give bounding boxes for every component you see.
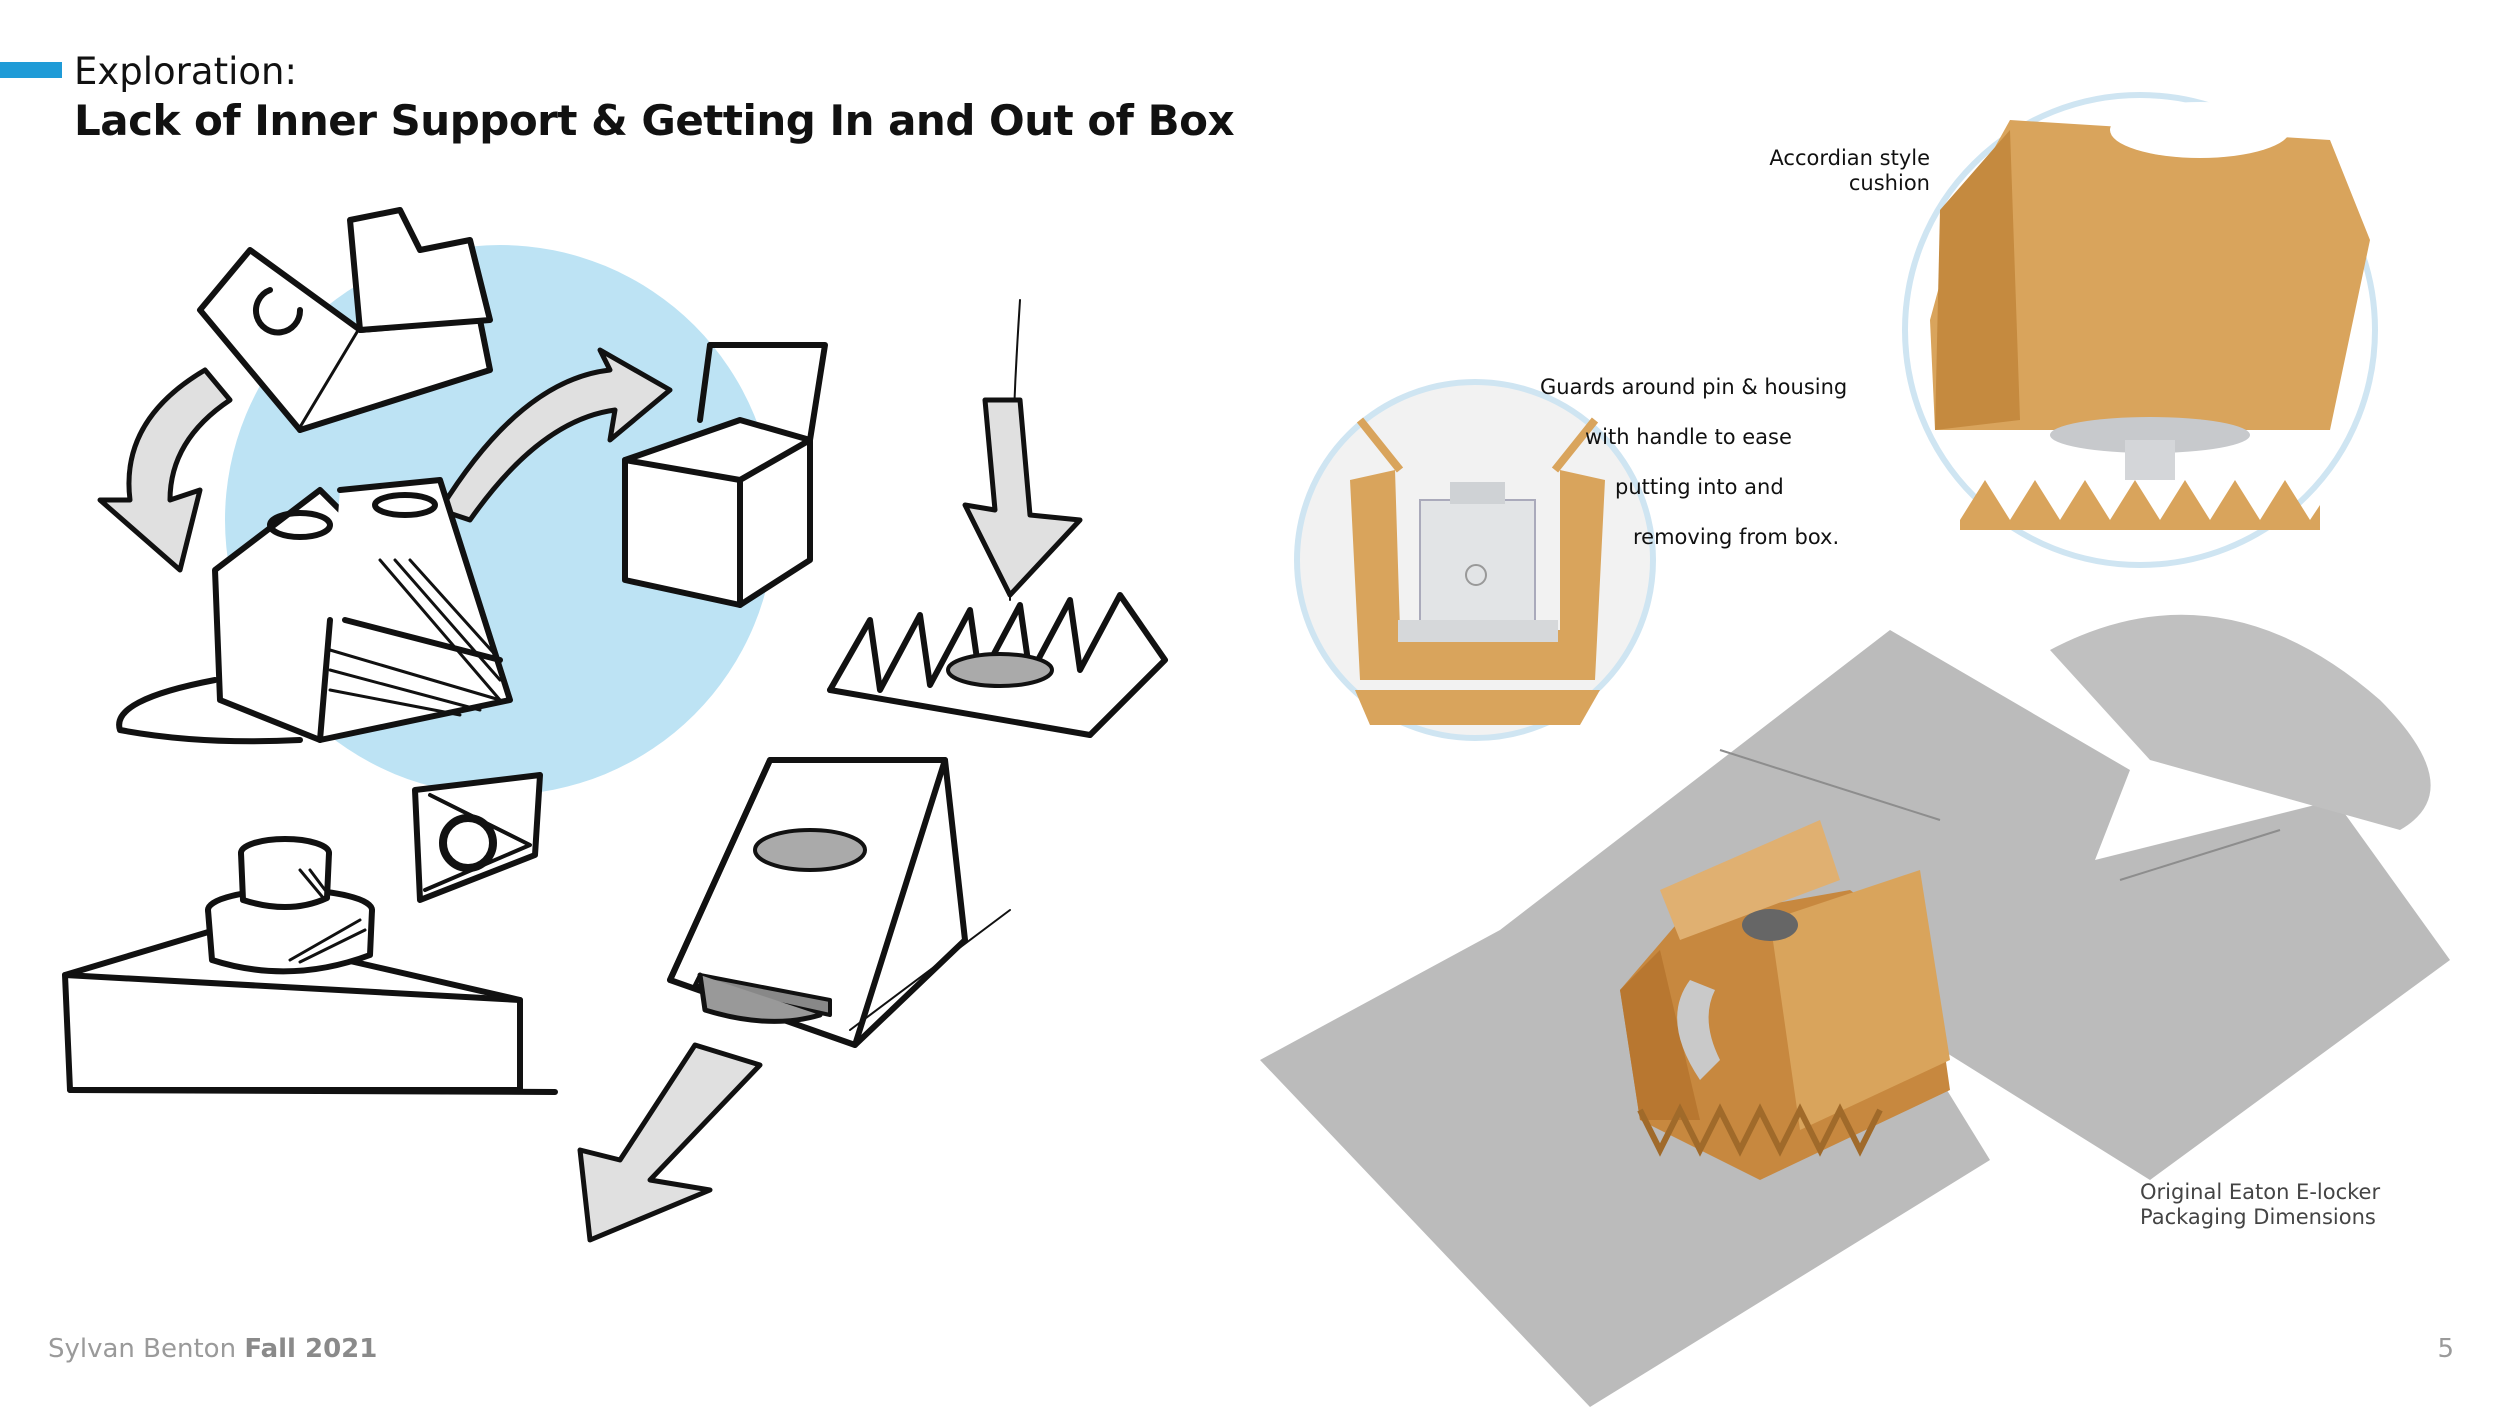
accent-bar — [0, 62, 62, 78]
footer-author: Sylvan Benton — [48, 1334, 237, 1364]
handle-box-sketch — [116, 477, 513, 745]
dimensions-callout: Original Eaton E-locker Packaging Dimens… — [2140, 1180, 2381, 1229]
page-number: 5 — [2437, 1334, 2454, 1364]
cushion-detail-inset — [1902, 92, 2378, 568]
footer-term: Fall 2021 — [244, 1334, 378, 1364]
down-arrow — [962, 397, 1083, 598]
triangle-tag-sketch — [412, 772, 543, 903]
concept-sketches — [62, 207, 1168, 1243]
cushion-callout: Accordian style cushion — [1769, 146, 1930, 195]
curved-arrow-left — [97, 367, 233, 573]
flat-box-fold-lines — [1719, 749, 2281, 881]
accordion-cushion-sketch — [827, 299, 1168, 738]
slide-title: Lack of Inner Support & Getting In and O… — [74, 96, 1235, 145]
guards-callout: Guards around pin & housing with handle … — [1460, 350, 1930, 575]
guards-callout-line: Guards around pin & housing — [1540, 375, 1848, 399]
guards-detail-inset — [1294, 379, 1656, 741]
diagonal-arrow — [577, 1042, 763, 1243]
cardboard-carrier — [1620, 820, 1950, 1180]
slanted-box-sketch — [667, 757, 1011, 1048]
guards-callout-line: with handle to ease — [1585, 425, 1792, 449]
footer-credit: Sylvan Benton Fall 2021 — [48, 1334, 377, 1364]
curved-arrow-right — [437, 347, 673, 523]
guards-callout-line: removing from box. — [1633, 525, 1840, 549]
slide-kicker: Exploration: — [74, 50, 297, 93]
packaging-render — [1260, 92, 2450, 1407]
wedge-base-sketch — [62, 836, 558, 1095]
open-cube-sketch — [622, 342, 828, 608]
open-tray-sketch — [197, 207, 493, 433]
guards-callout-line: putting into and — [1615, 475, 1784, 499]
